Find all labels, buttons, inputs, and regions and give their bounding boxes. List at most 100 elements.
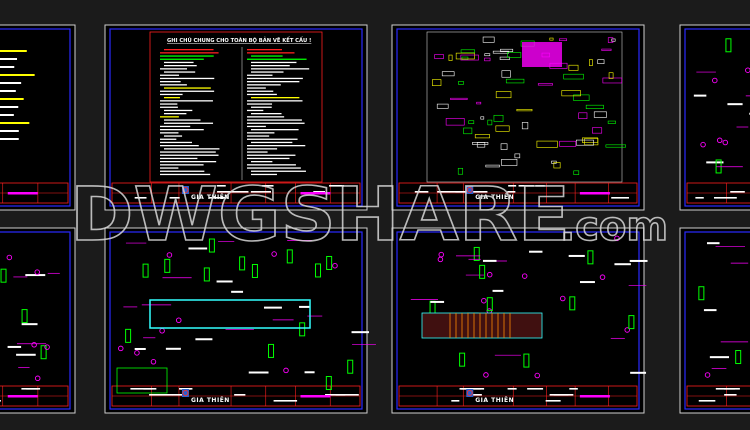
column-section (628, 315, 635, 330)
title-block-stamp (579, 395, 610, 398)
note-line (164, 61, 194, 64)
grid-bubble (700, 141, 706, 148)
title-block-text (414, 191, 429, 193)
footing-section (421, 312, 543, 339)
detail-element (436, 103, 449, 109)
note-line (164, 135, 183, 137)
grid-bubble (6, 254, 13, 261)
drawing-sheet: GIA THIÊN (0, 24, 76, 211)
note-line (160, 125, 191, 128)
grid-bubble (534, 372, 540, 379)
detail-element (514, 153, 521, 159)
note-line (251, 173, 277, 176)
label-text (231, 290, 244, 293)
label-text (706, 161, 724, 164)
detail-element (575, 139, 594, 146)
note-line (160, 138, 177, 140)
note-line (160, 58, 204, 60)
title-block-text (180, 388, 191, 390)
company-name: GIA THIÊN (191, 396, 230, 404)
detail-element (568, 64, 579, 71)
detail-element (589, 59, 593, 66)
detail-element (573, 94, 590, 101)
label-text (25, 274, 46, 277)
title-block-text (169, 197, 180, 199)
label-text (568, 254, 585, 257)
detail-element (495, 91, 512, 99)
note-line (0, 98, 24, 100)
company-logo-mark (466, 390, 473, 396)
label-text (706, 242, 720, 245)
legend-box (116, 367, 168, 394)
grid-bubble (483, 372, 489, 378)
detail-element (476, 101, 482, 105)
note-line (164, 148, 220, 150)
note-line (160, 100, 213, 102)
title-block-text (724, 394, 737, 396)
detail-element (495, 125, 510, 132)
note-line (160, 132, 179, 134)
detail-element (608, 72, 614, 79)
label-text (165, 347, 181, 350)
detail-element (516, 109, 533, 112)
sheet-frame (396, 28, 640, 207)
sheet-frame (684, 28, 750, 207)
note-line (251, 170, 306, 172)
note-line (160, 145, 199, 147)
note-line (247, 145, 306, 147)
grid-bubble (614, 235, 620, 242)
note-line (251, 161, 273, 163)
company-name: GIA THIÊN (475, 193, 514, 201)
grid-bubble (521, 273, 528, 279)
title-block-text (730, 191, 745, 193)
note-line (247, 58, 307, 60)
title-block: GIA THIÊN (0, 385, 69, 407)
title-block-text (507, 191, 516, 193)
note-line (247, 77, 303, 80)
grid-bubble (437, 256, 444, 263)
title-block: GIA THIÊN (0, 182, 69, 204)
detail-element (561, 90, 581, 97)
note-line (0, 122, 30, 124)
column-section (268, 343, 275, 358)
note-line (247, 135, 270, 137)
title-block-text (698, 400, 716, 402)
column-section (735, 350, 742, 365)
column-section (286, 249, 293, 264)
note-line (247, 87, 266, 89)
grid-bubble (560, 295, 566, 302)
note-line (0, 138, 19, 140)
label-text (216, 280, 233, 283)
detail-element (573, 170, 580, 175)
note-line (160, 81, 181, 83)
note-line (160, 164, 204, 166)
detail-element (521, 122, 529, 130)
note-line (247, 132, 275, 134)
note-line (247, 49, 282, 51)
note-line (251, 68, 310, 70)
label-text (492, 289, 504, 292)
note-line (0, 66, 15, 68)
note-line (160, 167, 179, 169)
note-line (247, 84, 281, 86)
title-block: GIA THIÊN (398, 182, 638, 204)
column-section (125, 328, 132, 343)
grid-bubble (716, 137, 723, 144)
grid-bubble (745, 67, 750, 73)
title-block-text (527, 388, 544, 390)
label-text (614, 263, 631, 266)
detail-element (457, 167, 464, 175)
title-block: GIA THIÊN (686, 182, 750, 204)
title-block-text (261, 185, 274, 187)
title-block: GIA THIÊN (398, 385, 638, 407)
note-line (160, 68, 188, 70)
detail-element (500, 48, 514, 52)
company-logo-mark (182, 390, 189, 396)
grid-bubble (271, 251, 277, 257)
title-block-text (713, 197, 737, 199)
sheet-border (0, 227, 76, 414)
detail-element (500, 143, 508, 150)
sheet-border (0, 24, 76, 211)
